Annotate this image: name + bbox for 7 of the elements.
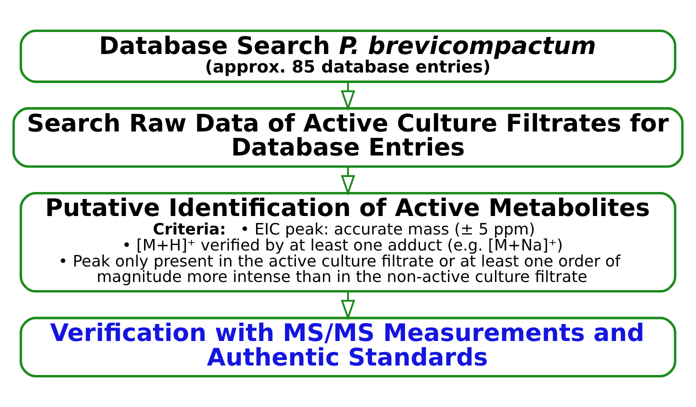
node-box: Search Raw Data of Active Culture Filtrates for Database Entries	[12, 107, 684, 168]
arrow	[340, 82, 356, 111]
node-box: Database Search P. brevicompactum (approx. 85 database entries)	[20, 30, 676, 83]
arrow	[340, 292, 356, 320]
arrow	[340, 166, 356, 196]
node-box: Putative Identification of Active Metabolites Criteria: • EIC peak: accurate mass (± 5 ppm) • [M+H]⁺ verified by at least one adduct (e.g. [M+Na]⁺) • Peak only present in the active culture filtrate or at least one order of magnitude more intense than in the non-active culture filtrate	[20, 192, 676, 293]
node-box: Verification with MS/MS Measurements and Authentic Standards	[20, 316, 676, 378]
